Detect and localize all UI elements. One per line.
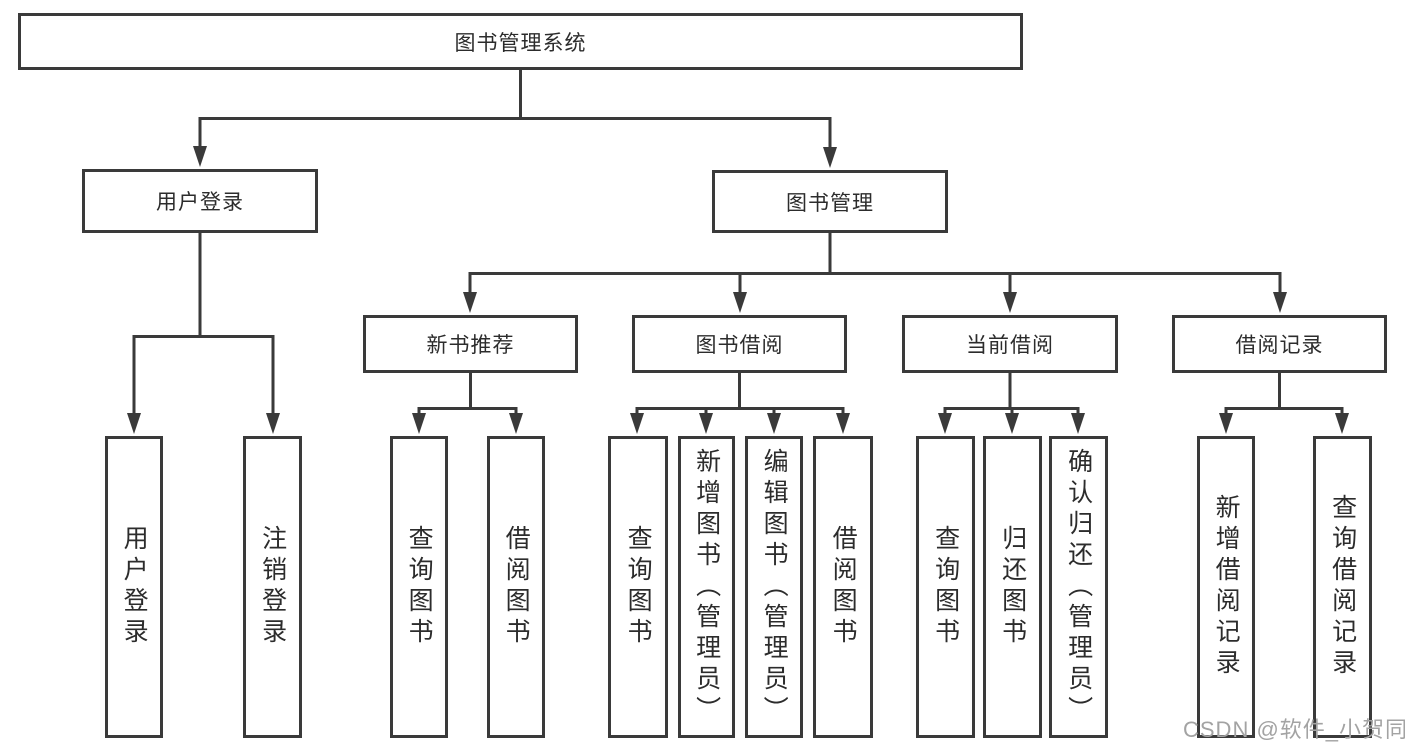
node-current-borrow-label: 当前借阅 — [966, 334, 1054, 357]
leaf-add-borrow-record: 新增借阅记录 — [1197, 436, 1255, 738]
node-new-book-recommend: 新书推荐 — [363, 315, 578, 373]
connector-paths — [132, 70, 1344, 415]
node-root-label: 图书管理系统 — [454, 31, 587, 55]
leaf-edit-book-admin: 编辑图书（管理员） — [745, 436, 803, 738]
leaf-query-books-borrow-label: 查询图书 — [624, 525, 653, 649]
leaf-return-book-label: 归还图书 — [998, 525, 1027, 649]
leaf-logout-label: 注销登录 — [258, 525, 287, 649]
node-book-borrow: 图书借阅 — [632, 315, 847, 373]
csdn-watermark: CSDN @软件_小贺同学 — [1183, 717, 1405, 742]
leaf-query-books-recommend-label: 查询图书 — [405, 525, 434, 649]
leaf-add-book-admin-label: 新增图书（管理员） — [692, 447, 721, 727]
leaf-return-book: 归还图书 — [983, 436, 1042, 738]
leaf-query-books-borrow: 查询图书 — [608, 436, 668, 738]
leaf-confirm-return-admin-label: 确认归还（管理员） — [1064, 447, 1093, 727]
node-book-management-label: 图书管理 — [786, 191, 874, 215]
leaf-add-borrow-record-label: 新增借阅记录 — [1212, 494, 1241, 680]
leaf-query-books-current-label: 查询图书 — [931, 525, 960, 649]
node-root: 图书管理系统 — [18, 13, 1023, 70]
leaf-query-borrow-record-label: 查询借阅记录 — [1328, 494, 1357, 680]
leaf-borrow-books: 借阅图书 — [813, 436, 873, 738]
leaf-add-book-admin: 新增图书（管理员） — [678, 436, 735, 738]
node-new-book-recommend-label: 新书推荐 — [426, 334, 515, 357]
node-current-borrow: 当前借阅 — [902, 315, 1118, 373]
leaf-user-login: 用户登录 — [105, 436, 163, 738]
leaf-query-borrow-record: 查询借阅记录 — [1313, 436, 1372, 738]
node-borrow-records: 借阅记录 — [1172, 315, 1387, 373]
leaf-query-books-current: 查询图书 — [916, 436, 975, 738]
node-borrow-records-label: 借阅记录 — [1235, 334, 1324, 357]
node-user-login: 用户登录 — [82, 169, 318, 233]
node-user-login-label: 用户登录 — [156, 191, 244, 214]
node-book-management: 图书管理 — [712, 170, 948, 233]
leaf-logout: 注销登录 — [243, 436, 302, 738]
leaf-confirm-return-admin: 确认归还（管理员） — [1049, 436, 1108, 738]
leaf-edit-book-admin-label: 编辑图书（管理员） — [760, 447, 789, 727]
node-book-borrow-label: 图书借阅 — [695, 334, 784, 357]
leaf-query-books-recommend: 查询图书 — [390, 436, 448, 738]
leaf-borrow-books-recommend-label: 借阅图书 — [502, 525, 531, 649]
leaf-user-login-label: 用户登录 — [120, 525, 149, 649]
leaf-borrow-books-recommend: 借阅图书 — [487, 436, 545, 738]
leaf-borrow-books-label: 借阅图书 — [829, 525, 858, 649]
arrowheads — [127, 146, 1349, 434]
